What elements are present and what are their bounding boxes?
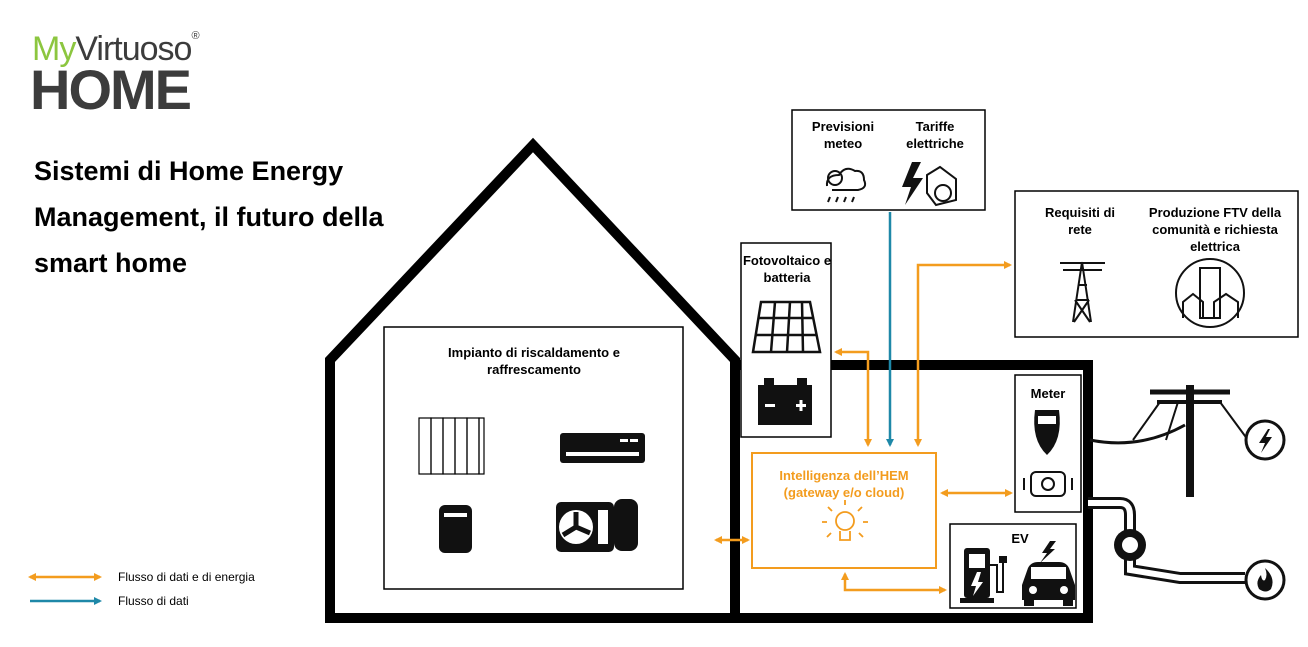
- weather-label: Previsioni meteo: [811, 119, 875, 151]
- pv-label: Fotovoltaico e batteria: [742, 253, 832, 285]
- tariffs-label: Tariffe elettriche: [906, 119, 964, 151]
- community-buildings-icon: [1175, 258, 1245, 328]
- ev-label: EV: [1011, 531, 1029, 546]
- flow-hem-pv: [834, 348, 872, 447]
- hem-box: [751, 452, 937, 569]
- community-label: Produzione FTV della comunità e richiest…: [1148, 205, 1282, 254]
- light-bulb-icon: [822, 500, 868, 541]
- logo-my: My: [32, 30, 76, 68]
- flow-hem-grid: [914, 261, 1012, 447]
- forecast-tariffs-box: [791, 109, 986, 211]
- transmission-tower-icon: [1060, 261, 1105, 323]
- electric-tariff-icon: [902, 162, 957, 207]
- utility-pole-icon: [1089, 385, 1249, 497]
- electricity-symbol-icon: [1244, 419, 1286, 461]
- logo: MyVirtuoso®: [32, 30, 200, 69]
- air-conditioner-icon: [560, 433, 645, 463]
- boiler-icon: [439, 505, 472, 553]
- logo-registered: ®: [191, 30, 199, 42]
- page-title: Sistemi di Home Energy Management, il fu…: [34, 156, 384, 278]
- legend-data: Flusso di dati: [118, 594, 189, 608]
- charging-station-icon: [960, 548, 1007, 603]
- heating-label: Impianto di riscaldamento e raffrescamen…: [448, 345, 620, 377]
- ev-bolt-icon: [1040, 541, 1056, 563]
- gas-valve-icon: [1114, 529, 1146, 561]
- heat-pump-icon: [556, 499, 638, 552]
- legend-data-energy: Flusso di dati e di energia: [118, 570, 255, 584]
- annex-outline: [330, 360, 1093, 623]
- electric-meter-icon: [1034, 410, 1060, 455]
- gas-flame-icon: [1244, 559, 1286, 601]
- gas-pipe-icon: [1088, 497, 1245, 584]
- meter-label: Meter: [1030, 386, 1066, 401]
- grid-label: Requisiti di rete: [1044, 205, 1116, 237]
- electric-car-icon: [1022, 562, 1075, 606]
- logo-virtuoso: Virtuoso: [75, 30, 192, 68]
- radiator-icon: [418, 417, 485, 475]
- flow-hem-ev: [841, 572, 947, 594]
- gas-meter-icon: [1023, 471, 1073, 497]
- solar-panel-icon: [751, 300, 822, 354]
- logo-home: HOME: [30, 58, 192, 121]
- battery-icon: [758, 378, 812, 425]
- weather-icon: [825, 167, 867, 203]
- hem-label: Intelligenza dell’HEM (gateway e/o cloud…: [779, 468, 909, 500]
